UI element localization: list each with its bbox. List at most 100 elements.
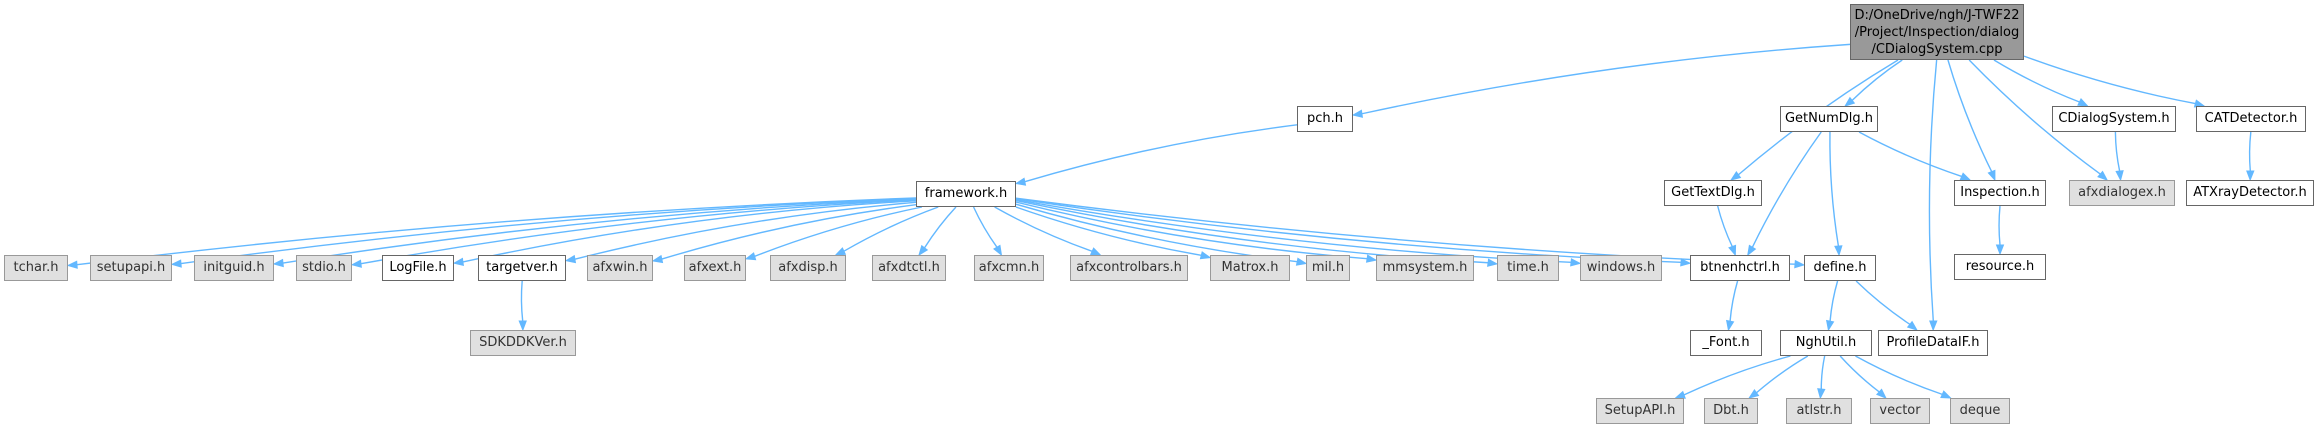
root-label-line: /CDialogSystem.cpp <box>1871 42 2003 57</box>
edge-framework-to-tchar <box>66 197 917 269</box>
edge-line <box>2023 55 2196 105</box>
node-afxcmn[interactable]: afxcmn.h <box>974 255 1044 281</box>
edge-arrowhead <box>1726 319 1735 332</box>
edge-arrowhead <box>1987 169 1996 182</box>
edge-line <box>1015 203 1298 263</box>
edge-arrowhead <box>1875 388 1887 399</box>
node-cdialogsystem[interactable]: CDialogSystem.h <box>2052 106 2176 132</box>
edge-arrowhead <box>1365 254 1378 263</box>
edge-arrowhead <box>66 260 78 269</box>
node-nghutil[interactable]: NghUtil.h <box>1780 330 1872 356</box>
edge-line <box>1855 355 1943 396</box>
edge-line <box>1993 59 2080 103</box>
edge-arrowhead <box>1959 172 1972 181</box>
node-profiledataif[interactable]: ProfileDataIF.h <box>1878 330 1988 356</box>
edge-arrowhead <box>1014 177 1027 186</box>
edge-framework-to-stdio <box>350 199 917 268</box>
edge-getnumdlg-to-btnenhctrl <box>1747 131 1822 257</box>
edge-arrowhead <box>1728 244 1737 257</box>
node-getnumdlg[interactable]: GetNumDlg.h <box>1780 106 1878 132</box>
node-framework[interactable]: framework.h <box>916 181 1016 207</box>
edge-line <box>1820 355 1826 390</box>
edge-framework-to-afxdisp <box>834 206 939 256</box>
edge-arrowhead <box>2097 170 2109 181</box>
node-dbt[interactable]: Dbt.h <box>1704 398 1758 424</box>
node-pch[interactable]: pch.h <box>1297 106 1353 132</box>
node-matrox[interactable]: Matrox.h <box>1210 255 1290 281</box>
edge-arrowhead <box>2077 98 2089 107</box>
node-catdetector[interactable]: CATDetector.h <box>2196 106 2306 132</box>
edge-line <box>1015 201 1368 260</box>
node-atxraydetector[interactable]: ATXrayDetector.h <box>2186 180 2314 206</box>
edge-nghutil-to-deque <box>1855 355 1952 399</box>
node-stdio[interactable]: stdio.h <box>296 255 352 281</box>
edge-line <box>76 197 917 266</box>
node-tchar[interactable]: tchar.h <box>4 255 68 281</box>
edge-arrowhead <box>1747 244 1757 257</box>
node-initguid[interactable]: initguid.h <box>194 255 274 281</box>
edge-line <box>1829 131 1840 247</box>
edge-line <box>462 200 917 263</box>
edge-line <box>1361 43 1851 115</box>
edge-line <box>843 206 939 252</box>
edge-arrowhead <box>170 259 182 268</box>
node-font[interactable]: _Font.h <box>1690 330 1762 356</box>
edge-catdetector-to-atxraydetector <box>2246 131 2255 182</box>
node-setupapi2[interactable]: SetupAPI.h <box>1596 398 1684 424</box>
edge-root-to-pch <box>1351 43 1851 118</box>
edge-framework-to-afxwin <box>651 203 917 264</box>
edge-root-to-inspection <box>1947 59 1996 182</box>
edge-framework-to-initguid <box>272 198 917 268</box>
node-afxcontrolbars[interactable]: afxcontrolbars.h <box>1070 255 1188 281</box>
edge-framework-to-targetver <box>564 201 917 264</box>
edge-define-to-profiledataif <box>1855 280 1918 331</box>
edge-arrowhead <box>1906 320 1918 331</box>
edge-line <box>574 201 917 260</box>
node-define[interactable]: define.h <box>1804 255 1876 281</box>
node-atlstr[interactable]: atlstr.h <box>1786 398 1852 424</box>
node-time[interactable]: time.h <box>1497 255 1559 281</box>
edge-framework-to-logfile <box>452 200 917 267</box>
edge-line <box>1756 355 1809 394</box>
edge-framework-to-matrox <box>1015 206 1212 260</box>
edge-pch-to-framework <box>1014 124 1298 186</box>
node-afxext[interactable]: afxext.h <box>684 255 746 281</box>
node-afxdtctl[interactable]: afxdtctl.h <box>872 255 946 281</box>
edge-inspection-to-resource <box>1995 205 2005 256</box>
edge-framework-to-afxext <box>744 206 923 261</box>
node-windows[interactable]: windows.h <box>1580 255 1662 281</box>
node-mil[interactable]: mil.h <box>1306 255 1350 281</box>
edge-framework-to-windows <box>1015 198 1582 267</box>
node-resource[interactable]: resource.h <box>1954 254 2046 280</box>
edge-line <box>1855 280 1911 325</box>
node-inspection[interactable]: Inspection.h <box>1954 180 2046 206</box>
edge-nghutil-to-vector <box>1839 355 1887 399</box>
edge-framework-to-afxcmn <box>972 206 1003 257</box>
edge-root-to-getnumdlg <box>1844 59 1903 107</box>
edge-line <box>1947 59 1993 172</box>
node-btnenhctrl[interactable]: btnenhctrl.h <box>1690 255 1790 281</box>
edge-framework-to-afxdtctl <box>918 206 957 257</box>
edge-line <box>923 206 957 249</box>
node-deque[interactable]: deque <box>1950 398 2010 424</box>
edge-line <box>1751 131 1822 248</box>
node-targetver[interactable]: targetver.h <box>478 255 566 281</box>
node-afxdisp[interactable]: afxdisp.h <box>770 255 846 281</box>
node-gettextdlg[interactable]: GetTextDlg.h <box>1664 180 1762 206</box>
edge-line <box>1839 355 1880 393</box>
node-sdkddkver[interactable]: SDKDDKVer.h <box>470 330 576 356</box>
node-root[interactable]: D:/OneDrive/ngh/J-TWF22/Project/Inspecti… <box>1850 4 2024 60</box>
node-vector[interactable]: vector <box>1870 398 1930 424</box>
node-setupapi[interactable]: setupapi.h <box>90 255 172 281</box>
node-mmsystem[interactable]: mmsystem.h <box>1376 255 1474 281</box>
node-afxdialogex[interactable]: afxdialogex.h <box>2069 180 2175 206</box>
edge-arrowhead <box>1929 320 1938 332</box>
edge-arrowhead <box>1570 258 1582 267</box>
node-afxwin[interactable]: afxwin.h <box>587 255 653 281</box>
edge-arrowhead <box>1817 388 1826 400</box>
edge-line <box>1024 124 1298 183</box>
node-logfile[interactable]: LogFile.h <box>382 255 454 281</box>
edge-line <box>360 199 917 265</box>
